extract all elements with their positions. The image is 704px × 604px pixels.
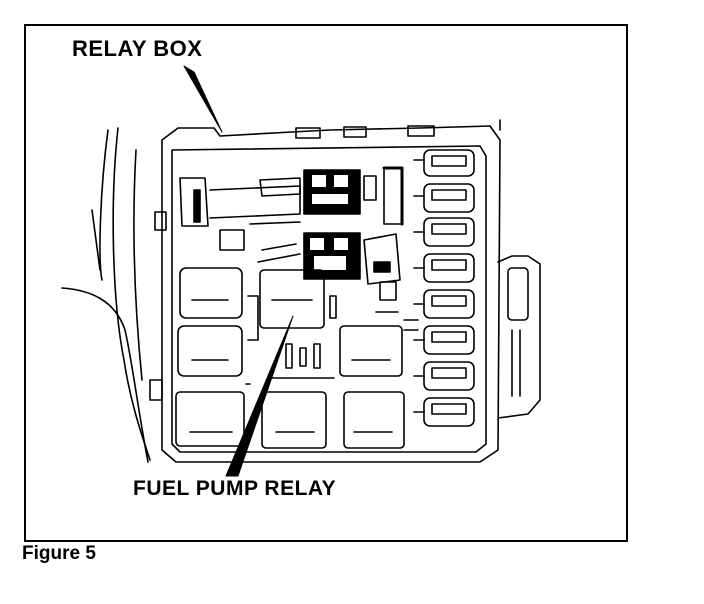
leader-arrows (183, 65, 294, 477)
figure-caption: Figure 5 (22, 543, 96, 564)
fuel-pump-relay-label: FUEL PUMP RELAY (133, 477, 337, 500)
relay-box-housing (161, 119, 501, 463)
relay-box-label: RELAY BOX (72, 36, 203, 61)
fuel-pump-arrow (225, 315, 294, 477)
upper-left-components (179, 166, 404, 313)
large-relays (175, 267, 405, 449)
side-connector (497, 255, 541, 419)
upper-relays (303, 169, 361, 280)
fuse-column (413, 149, 475, 427)
relay-box-arrow (183, 65, 223, 133)
middle-details (245, 243, 419, 385)
body-panel-lines (61, 127, 167, 463)
figure-frame (24, 24, 628, 542)
